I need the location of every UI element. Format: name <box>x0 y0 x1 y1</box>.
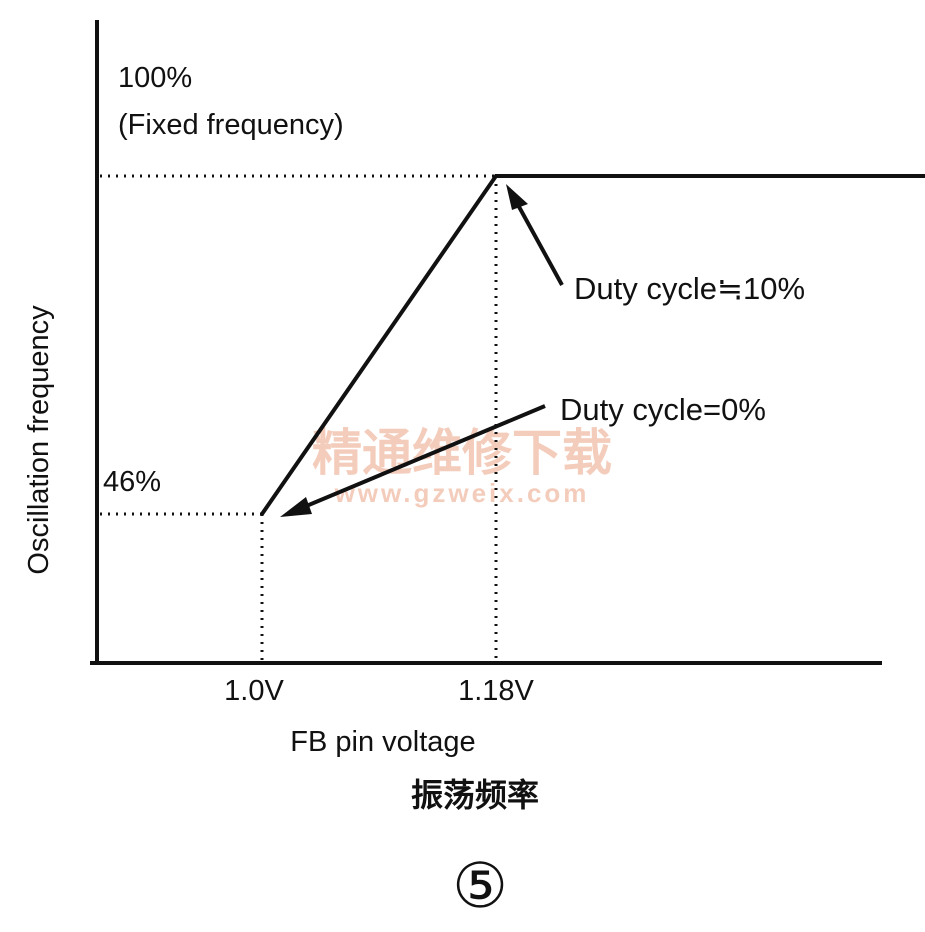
watermark-url: www.gzweix.com <box>334 478 590 508</box>
y-axis-label: Oscillation frequency <box>23 305 55 575</box>
annotation-duty-10: Duty cycle≒10% <box>574 271 805 306</box>
x-axis-label: FB pin voltage <box>290 726 475 758</box>
figure-number: ⑤ <box>452 849 508 922</box>
y-tick-100-note: (Fixed frequency) <box>118 109 344 141</box>
chart-caption: 振荡频率 <box>411 776 539 814</box>
annotation-duty-0: Duty cycle=0% <box>560 392 766 427</box>
frequency-curve <box>260 174 925 516</box>
arrow-duty-10 <box>506 184 564 286</box>
y-tick-100: 100% <box>118 62 192 94</box>
watermark: 精通维修下载 www.gzweix.com <box>312 424 612 508</box>
x-tick-118v: 1.18V <box>458 675 534 707</box>
watermark-text: 精通维修下载 <box>312 424 612 482</box>
arrow-duty-0 <box>280 404 546 517</box>
y-tick-46: 46% <box>103 466 161 498</box>
x-tick-1v: 1.0V <box>224 675 284 707</box>
